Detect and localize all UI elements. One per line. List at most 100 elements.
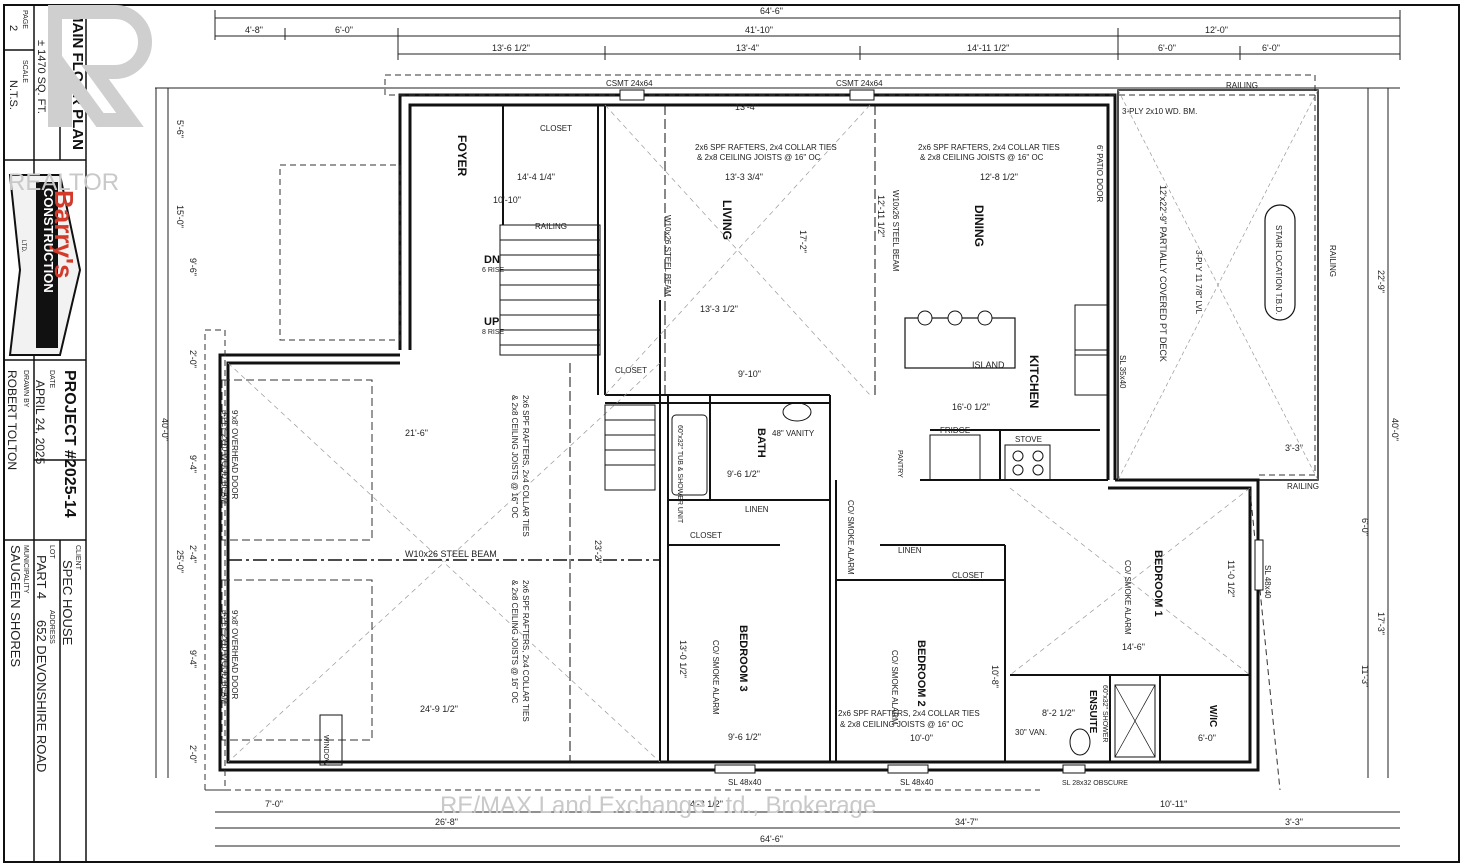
svg-text:LINEN: LINEN <box>898 546 922 555</box>
svg-text:CO/ SMOKE ALARM: CO/ SMOKE ALARM <box>846 500 855 575</box>
svg-text:SL 48x40: SL 48x40 <box>1263 565 1272 599</box>
svg-text:LTD.: LTD. <box>20 240 26 253</box>
barrys-construction-logo: Barry's CONSTRUCTION LTD. <box>8 174 82 356</box>
page-value: 2 <box>7 25 19 31</box>
svg-text:W10x26 STEEL BEAM: W10x26 STEEL BEAM <box>891 190 900 272</box>
svg-text:W10x26 STEEL BEAM: W10x26 STEEL BEAM <box>405 549 497 559</box>
svg-text:CO/ SMOKE ALARM: CO/ SMOKE ALARM <box>1123 560 1132 635</box>
svg-text:ENSUITE: ENSUITE <box>1087 690 1098 734</box>
svg-text:12'-0": 12'-0" <box>1205 25 1228 35</box>
svg-text:7'-0": 7'-0" <box>265 799 283 809</box>
svg-text:14'-6": 14'-6" <box>1122 642 1145 652</box>
svg-text:2'-0": 2'-0" <box>188 350 198 368</box>
svg-text:6'-0": 6'-0" <box>1262 43 1280 53</box>
svg-text:Barry's: Barry's <box>49 190 79 279</box>
lot-label: LOT <box>48 545 55 559</box>
svg-text:60"x32" SHOWER: 60"x32" SHOWER <box>1101 685 1108 743</box>
svg-text:BATH: BATH <box>755 428 767 458</box>
svg-text:6'-0": 6'-0" <box>335 25 353 35</box>
svg-text:REALTOR: REALTOR <box>8 169 119 196</box>
svg-text:WINDOW: WINDOW <box>322 735 329 766</box>
svg-text:CLOSET: CLOSET <box>690 531 722 540</box>
svg-text:& 2x8 CEILING JOISTS @ 16" OC: & 2x8 CEILING JOISTS @ 16" OC <box>920 153 1044 162</box>
svg-text:CO/ SMOKE ALARM: CO/ SMOKE ALARM <box>711 640 720 715</box>
lot-value: PART 4 <box>34 555 49 599</box>
svg-text:17'-3": 17'-3" <box>1376 612 1386 635</box>
dimension-lines <box>155 10 1401 847</box>
client-value: SPEC HOUSE <box>60 560 75 646</box>
dimension-labels: 64'-6" 4'-8" 6'-0" 41'-10" 12'-0" 13'-6 … <box>160 6 1400 844</box>
brokerage-watermark: RE/MAX Land Exchange Ltd., Brokerage <box>440 792 876 819</box>
bath-bedroom3-area: 60"x32" TUB & SHOWER UNIT BATH 48" VANIT… <box>671 402 855 787</box>
municipality-label: MUNICIPALITY <box>22 545 29 594</box>
svg-text:RAILING: RAILING <box>1226 81 1258 90</box>
svg-text:9'-6 1/2": 9'-6 1/2" <box>727 469 760 479</box>
svg-text:64'-6": 64'-6" <box>760 834 783 844</box>
svg-text:8'-2 1/2": 8'-2 1/2" <box>1042 708 1075 718</box>
svg-text:SL 48x40: SL 48x40 <box>900 778 934 787</box>
svg-text:10'-10": 10'-10" <box>493 195 521 205</box>
svg-text:9'-6": 9'-6" <box>188 258 198 276</box>
svg-text:UP: UP <box>484 316 499 328</box>
svg-text:40'-0": 40'-0" <box>1390 418 1400 441</box>
svg-text:34'-7": 34'-7" <box>955 817 978 827</box>
svg-text:4'-3 1/2": 4'-3 1/2" <box>690 799 723 809</box>
svg-text:2x6 SPF RAFTERS, 2x4 COLLAR TI: 2x6 SPF RAFTERS, 2x4 COLLAR TIES <box>695 143 837 152</box>
svg-text:SL 35x40: SL 35x40 <box>1118 355 1127 389</box>
svg-text:4'-8": 4'-8" <box>245 25 263 35</box>
svg-text:22'-9": 22'-9" <box>1376 270 1386 293</box>
svg-text:13'-4": 13'-4" <box>736 43 759 53</box>
svg-text:60"x32" TUB & SHOWER UNIT: 60"x32" TUB & SHOWER UNIT <box>676 425 683 524</box>
overhead-door-1 <box>221 379 373 541</box>
svg-text:13'-3 3/4": 13'-3 3/4" <box>725 172 763 182</box>
page-label: PAGE <box>21 10 28 29</box>
svg-text:12'-11 1/2": 12'-11 1/2" <box>876 195 886 237</box>
svg-text:9'x8' OVERHEAD DOOR: 9'x8' OVERHEAD DOOR <box>230 610 239 700</box>
drawn-by-label: DRAWN BY <box>22 370 29 408</box>
svg-text:W10x26 STEEL BEAM: W10x26 STEEL BEAM <box>663 215 672 297</box>
svg-text:RAILING: RAILING <box>1328 245 1337 277</box>
bedroom1-area: BEDROOM 1 CO/ SMOKE ALARM 14'-6" 11'-0 1… <box>1009 487 1272 787</box>
living-area: LIVING 2x6 SPF RAFTERS, 2x4 COLLAR TIES … <box>604 104 876 396</box>
svg-text:5'-6": 5'-6" <box>175 120 185 138</box>
svg-text:DN: DN <box>484 254 500 266</box>
svg-text:CLOSET: CLOSET <box>540 124 572 133</box>
svg-text:6' PATIO DOOR: 6' PATIO DOOR <box>1095 145 1104 202</box>
client-label: CLIENT <box>74 545 81 571</box>
municipality-value: SAUGEEN SHORES <box>8 545 23 667</box>
svg-text:RAILING: RAILING <box>535 222 567 231</box>
svg-text:BEDROOM 3: BEDROOM 3 <box>737 625 749 692</box>
svg-text:48" VANITY: 48" VANITY <box>772 429 815 438</box>
svg-text:13'-6 1/2": 13'-6 1/2" <box>492 43 530 53</box>
svg-text:& 2x8 CEILING JOISTS @ 16" OC: & 2x8 CEILING JOISTS @ 16" OC <box>840 720 964 729</box>
svg-text:15'-0": 15'-0" <box>175 205 185 228</box>
svg-text:SL 28x32 OBSCURE: SL 28x32 OBSCURE <box>1062 780 1128 787</box>
svg-text:CLOSET: CLOSET <box>952 571 984 580</box>
address-value: 652 DEVONSHIRE ROAD <box>34 620 49 772</box>
svg-text:CSMT 24x64: CSMT 24x64 <box>606 79 653 88</box>
svg-text:14'-4 1/4": 14'-4 1/4" <box>517 172 555 182</box>
svg-text:21'-6": 21'-6" <box>405 428 428 438</box>
svg-text:STOVE: STOVE <box>1015 435 1042 444</box>
svg-text:13'-0 1/2": 13'-0 1/2" <box>678 640 688 678</box>
svg-text:STAIR LOCATION T.B.D.: STAIR LOCATION T.B.D. <box>1274 225 1283 314</box>
svg-text:9'-10": 9'-10" <box>738 369 761 379</box>
svg-text:RAILING: RAILING <box>1287 482 1319 491</box>
svg-text:& 2x8 CEILING JOISTS @ 16" OC: & 2x8 CEILING JOISTS @ 16" OC <box>697 153 821 162</box>
svg-text:SL 48x40: SL 48x40 <box>728 778 762 787</box>
svg-text:CLOSET: CLOSET <box>615 366 647 375</box>
svg-text:FRIDGE: FRIDGE <box>940 426 970 435</box>
garage-area: 9'x8' OVERHEAD DOOR 3-PLY 2x10 WOOD BEAM… <box>220 362 661 766</box>
svg-text:13'-4": 13'-4" <box>735 102 758 112</box>
svg-text:3'-3": 3'-3" <box>1285 443 1303 453</box>
svg-text:2'-4": 2'-4" <box>188 545 198 563</box>
svg-text:11'-3": 11'-3" <box>1360 665 1370 687</box>
svg-text:64'-6": 64'-6" <box>760 6 783 16</box>
svg-text:3-PLY 2x10 WOOD BEAM: 3-PLY 2x10 WOOD BEAM <box>220 610 229 704</box>
svg-text:17'-2": 17'-2" <box>798 230 808 253</box>
svg-text:23'-2": 23'-2" <box>593 540 603 563</box>
svg-text:6'-0": 6'-0" <box>1360 518 1370 536</box>
svg-text:12'-8 1/2": 12'-8 1/2" <box>980 172 1018 182</box>
svg-text:PANTRY: PANTRY <box>896 450 903 478</box>
